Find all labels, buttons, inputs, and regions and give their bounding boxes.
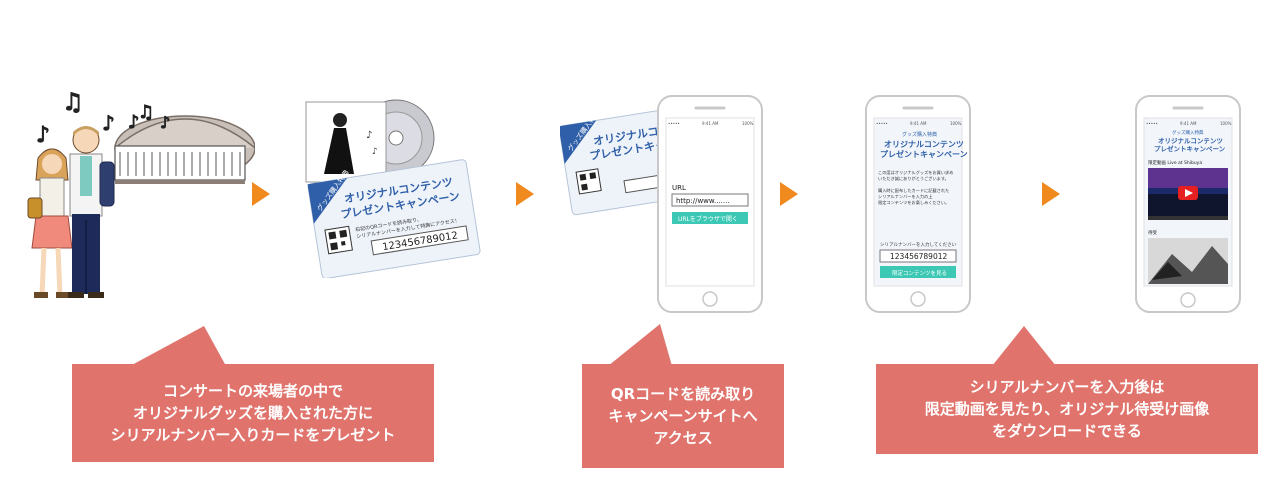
- callout-line: をダウンロードできる: [992, 422, 1142, 440]
- screen-tag: グッズ購入特典: [1172, 129, 1204, 136]
- serial-input: 123456789012: [890, 252, 947, 261]
- status-battery: 100%: [742, 121, 754, 126]
- screen-body-4: シリアルナンバーを入力の上: [878, 193, 932, 200]
- step1-illustration: ♪ ♫ ♪ ♪ ♫ ♪: [20, 80, 256, 310]
- music-note-icon: ♪ ♫ ♪ ♪ ♫ ♪: [36, 88, 171, 149]
- svg-text:♪: ♪: [36, 123, 50, 148]
- flow-arrow-3: [780, 182, 798, 206]
- status-battery: 100%: [950, 121, 962, 126]
- callout-line: コンサートの来場者の中で: [162, 382, 343, 400]
- callout-line: キャンペーンサイトへ: [608, 407, 758, 425]
- step3-illustration: グッズ購入特典 オリジナルコンテ プレゼントキャン 12345 ••••• 9:…: [558, 94, 770, 318]
- svg-text:♪: ♪: [128, 112, 140, 133]
- callout-pointer-2: [608, 324, 672, 366]
- open-url-button: URLをブラウザで開く: [678, 215, 738, 223]
- svg-text:♪: ♪: [366, 130, 372, 141]
- svg-text:♪: ♪: [160, 113, 170, 132]
- screen-body-3: 購入時に配布したカードに記載された: [878, 187, 949, 194]
- screen-body-2: いただき誠にありがとうございます。: [878, 175, 949, 182]
- url-field: http://www.......: [676, 197, 730, 205]
- screen-title-1: オリジナルコンテンツ: [1158, 137, 1223, 145]
- callout-step3: QRコードを読み取り キャンペーンサイトへ アクセス: [582, 364, 784, 468]
- status-signal: •••••: [876, 121, 888, 126]
- callout-step1: コンサートの来場者の中で オリジナルグッズを購入された方に シリアルナンバー入り…: [72, 364, 434, 462]
- status-battery: 100%: [1220, 121, 1232, 126]
- flow-arrow-4: [1042, 182, 1060, 206]
- svg-text:♫: ♫: [138, 102, 154, 123]
- svg-text:♪: ♪: [102, 111, 115, 135]
- view-content-button: 限定コンテンツを見る: [892, 269, 947, 277]
- callout-line: シリアルナンバーを入力後は: [969, 378, 1165, 396]
- step5-illustration: ••••• 9:41 AM 100% グッズ購入特典 オリジナルコンテンツ プレ…: [1132, 94, 1244, 318]
- status-time: 9:41 AM: [1180, 121, 1197, 126]
- smartphone-url-screen: ••••• 9:41 AM 100% URL http://www.......…: [657, 95, 763, 313]
- woman-figure-icon: [27, 148, 73, 298]
- video-player: [1148, 168, 1228, 220]
- man-figure-icon: [68, 126, 115, 298]
- status-signal: •••••: [1146, 121, 1158, 126]
- screen-body-5: 限定コンテンツをお楽しみください。: [878, 199, 949, 206]
- step2-illustration: ♪ ♪ グッズ購入特典 オリジナルコンテンツ プレゼントキャンペーン 右記のQR…: [296, 98, 496, 279]
- play-icon: [1178, 186, 1198, 200]
- callout-pointer-1: [130, 326, 226, 366]
- callout-line: QRコードを読み取り: [610, 385, 756, 403]
- status-signal: •••••: [668, 121, 680, 126]
- callout-step4: シリアルナンバーを入力後は 限定動画を見たり、オリジナル待受け画像 をダウンロー…: [876, 364, 1258, 454]
- callout-line: アクセス: [653, 429, 713, 447]
- screen-title-1: オリジナルコンテンツ: [884, 140, 964, 149]
- flow-arrow-1: [252, 182, 270, 206]
- screen-body-1: この度はオリジナルグッズをお買い求め: [878, 169, 953, 176]
- screen-title-2: プレゼントキャンペーン: [880, 149, 968, 159]
- arena-dome-icon: [114, 115, 256, 184]
- status-time: 9:41 AM: [910, 121, 927, 126]
- svg-text:♪: ♪: [372, 147, 378, 157]
- image-caption: 待受: [1148, 229, 1157, 236]
- url-label: URL: [672, 184, 686, 192]
- screen-title-2: プレゼントキャンペーン: [1154, 144, 1226, 153]
- step4-illustration: ••••• 9:41 AM 100% グッズ購入特典 オリジナルコンテンツ プレ…: [862, 94, 974, 318]
- serial-input-label: シリアルナンバーを入力してください: [880, 241, 957, 248]
- video-caption: 限定動画 Live at Shibuya: [1148, 159, 1202, 166]
- cd-jacket-icon: ♪ ♪: [305, 99, 435, 183]
- wallpaper-image: [1148, 238, 1228, 284]
- callout-line: シリアルナンバー入りカードをプレゼント: [110, 426, 396, 444]
- callout-line: 限定動画を見たり、オリジナル待受け画像: [924, 400, 1210, 418]
- status-time: 9:41 AM: [702, 121, 719, 126]
- callout-line: オリジナルグッズを購入された方に: [132, 404, 373, 422]
- screen-tag: グッズ購入特典: [902, 131, 937, 138]
- svg-text:♫: ♫: [62, 88, 84, 116]
- callout-pointer-3: [992, 326, 1056, 366]
- flow-arrow-2: [516, 182, 534, 206]
